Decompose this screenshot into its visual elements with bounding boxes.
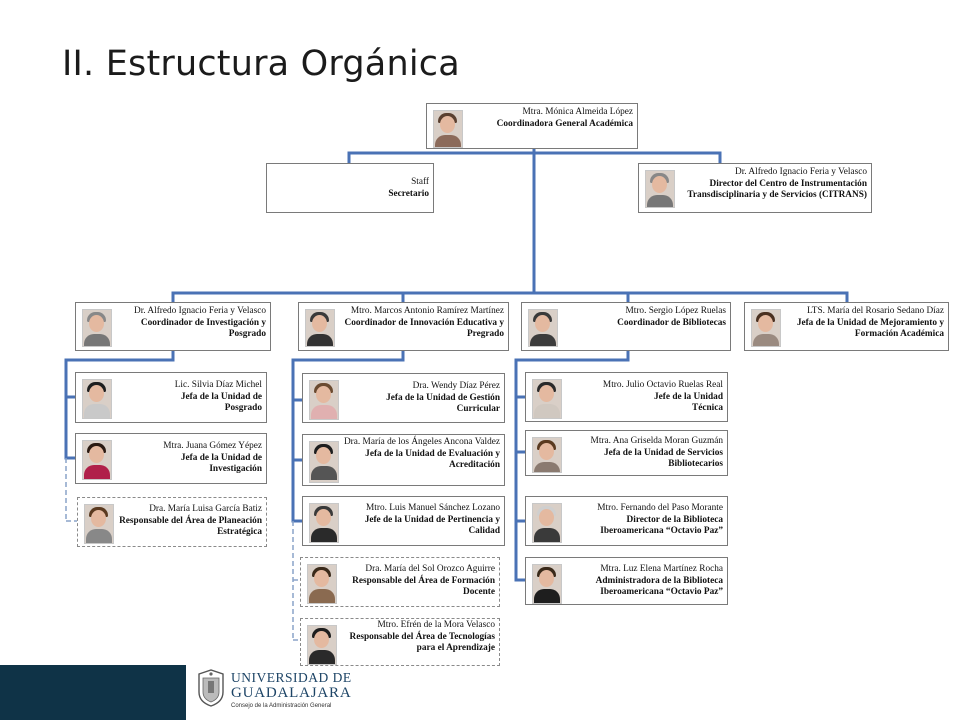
person-role: Jefe de la Unidad Técnica bbox=[654, 391, 723, 414]
person-name: Dra. María Luisa García Batiz bbox=[149, 504, 262, 514]
person-name: Mtra. Mónica Almeida López bbox=[522, 107, 634, 117]
avatar bbox=[309, 380, 339, 420]
person-name: Dra. María de los Ángeles Ancona Valdez bbox=[343, 437, 500, 447]
person-role: Director del Centro de Instrumentación T… bbox=[687, 178, 867, 201]
avatar bbox=[532, 503, 562, 543]
avatar bbox=[309, 503, 339, 543]
person-role: Director de la Biblioteca Iberoamericana… bbox=[600, 514, 723, 537]
person-role: Jefa de la Unidad de Posgrado bbox=[180, 391, 262, 414]
avatar bbox=[532, 437, 562, 473]
person-name: Mtro. Julio Octavio Ruelas Real bbox=[602, 380, 723, 390]
person-role: Coordinador de Innovación Educativa y Pr… bbox=[344, 317, 504, 340]
page-title: II. Estructura Orgánica bbox=[62, 44, 460, 84]
avatar bbox=[307, 564, 337, 604]
footer-color-block bbox=[0, 665, 186, 720]
university-line3: Consejo de la Administración General bbox=[231, 703, 332, 709]
person-role: Jefa de la Unidad de Mejoramiento y Form… bbox=[796, 317, 944, 340]
person-role: Jefa de la Unidad de Gestión Curricular bbox=[386, 392, 500, 415]
person-name: Mtro. Marcos Antonio Ramírez Martínez bbox=[350, 306, 504, 316]
university-line2: GUADALAJARA bbox=[231, 685, 352, 701]
person-name: LTS. María del Rosario Sedano Díaz bbox=[806, 306, 944, 316]
person-role: Coordinador de Bibliotecas bbox=[617, 317, 726, 328]
person-name: Lic. Silvia Díaz Michel bbox=[174, 380, 262, 390]
person-name: Mtro. Efrén de la Mora Velasco bbox=[377, 620, 495, 630]
avatar bbox=[305, 309, 335, 347]
avatar bbox=[82, 440, 112, 480]
university-name: UNIVERSIDAD DE GUADALAJARA Consejo de la… bbox=[231, 670, 352, 709]
person-name: Mtro. Fernando del Paso Morante bbox=[597, 503, 723, 513]
person-name: Dr. Alfredo Ignacio Feria y Velasco bbox=[133, 306, 266, 316]
person-role: Jefa de la Unidad de Evaluación y Acredi… bbox=[365, 448, 500, 471]
person-role: Jefa de la Unidad de Servicios Bibliotec… bbox=[603, 447, 723, 470]
avatar bbox=[532, 379, 562, 419]
avatar bbox=[645, 170, 675, 208]
person-name: Dra. Wendy Díaz Pérez bbox=[412, 381, 500, 391]
avatar bbox=[433, 110, 463, 148]
person-role: Coordinadora General Académica bbox=[496, 118, 633, 129]
person-name: Mtra. Luz Elena Martínez Rocha bbox=[600, 564, 723, 574]
person-role: Coordinador de Investigación y Posgrado bbox=[140, 317, 266, 340]
person-role: Jefa de la Unidad de Investigación bbox=[180, 452, 262, 475]
person-name: Mtra. Juana Gómez Yépez bbox=[163, 441, 262, 451]
university-crest-icon bbox=[198, 669, 224, 707]
person-name: Mtro. Sergio López Ruelas bbox=[625, 306, 726, 316]
person-role: Administradora de la Biblioteca Iberoame… bbox=[595, 575, 723, 598]
person-name: Mtra. Ana Griselda Moran Guzmán bbox=[590, 436, 723, 446]
person-role: Jefe de la Unidad de Pertinencia y Calid… bbox=[364, 514, 500, 537]
person-role: Responsable del Área de Planeación Estra… bbox=[119, 515, 262, 538]
person-role: Secretario bbox=[388, 188, 429, 199]
person-name: Mtro. Luis Manuel Sánchez Lozano bbox=[366, 503, 500, 513]
avatar bbox=[751, 309, 781, 347]
avatar bbox=[82, 379, 112, 419]
avatar bbox=[82, 309, 112, 347]
person-name: Dr. Alfredo Ignacio Feria y Velasco bbox=[734, 167, 867, 177]
avatar bbox=[307, 625, 337, 665]
university-line1: UNIVERSIDAD DE bbox=[231, 670, 352, 685]
avatar bbox=[84, 504, 114, 544]
avatar bbox=[532, 564, 562, 604]
avatar bbox=[309, 441, 339, 483]
person-role: Responsable del Área de Tecnologías para… bbox=[349, 631, 496, 654]
avatar bbox=[528, 309, 558, 347]
person-name: Dra. María del Sol Orozco Aguirre bbox=[365, 564, 495, 574]
person-name: Staff bbox=[411, 177, 429, 187]
person-role: Responsable del Área de Formación Docent… bbox=[352, 575, 495, 598]
